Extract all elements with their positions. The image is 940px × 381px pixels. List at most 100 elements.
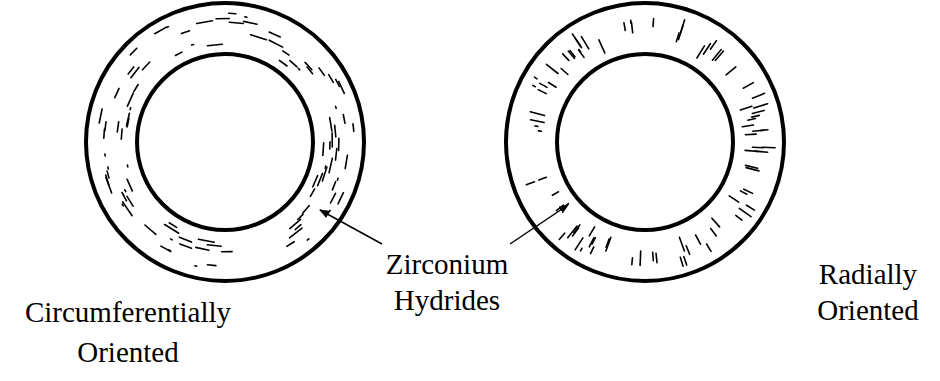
hydride-dash	[229, 22, 243, 23]
callout-label: Zirconium Hydrides	[372, 246, 522, 318]
hydride-dash	[679, 237, 684, 251]
hydride-dash	[161, 246, 171, 251]
hydride-dash	[329, 158, 332, 172]
hydride-dash	[310, 189, 314, 197]
hydride-dash	[313, 176, 318, 187]
hydride-dash	[686, 246, 689, 255]
hydride-dash	[681, 20, 685, 33]
hydride-dash	[335, 106, 337, 108]
hydride-dash	[744, 189, 753, 193]
hydride-dash	[216, 18, 229, 20]
hydride-dash	[127, 165, 129, 167]
hydride-dash	[639, 251, 641, 265]
hydride-dash	[269, 32, 280, 37]
hydride-dash	[180, 244, 192, 248]
hydride-dash	[245, 16, 247, 18]
hydride-dash	[747, 205, 755, 210]
hydride-dash	[549, 83, 557, 88]
hydride-dash	[680, 257, 683, 266]
hydride-dash	[318, 173, 323, 185]
hydride-dash	[559, 233, 565, 239]
hydride-dash	[283, 51, 289, 55]
hydride-dash	[579, 50, 584, 57]
hydride-dash	[742, 125, 753, 127]
hydride-dash	[624, 23, 625, 31]
hydride-dash	[122, 193, 127, 201]
hydride-dash	[322, 143, 325, 156]
hydride-dash	[123, 202, 133, 216]
hydride-dash	[329, 142, 331, 149]
hydride-dash	[743, 83, 753, 89]
hydride-dash	[535, 125, 538, 127]
hydride-dash	[710, 41, 716, 50]
hydride-dash	[684, 257, 687, 266]
hydride-dash	[589, 238, 594, 247]
hydride-dash	[748, 119, 756, 121]
hydride-dash	[127, 113, 130, 126]
hydride-dash	[115, 88, 119, 97]
hydride-dash	[124, 190, 126, 192]
hydride-dash	[591, 247, 594, 254]
hydride-dash	[712, 218, 720, 227]
hydride-dash	[198, 239, 214, 242]
hydride-dash	[332, 182, 335, 190]
hydride-dash	[127, 196, 133, 206]
hydride-dash	[155, 27, 167, 34]
hydride-dash	[331, 193, 336, 203]
hydride-dash	[107, 171, 109, 178]
hydride-dash	[345, 155, 347, 168]
hydride-dash	[752, 115, 760, 117]
hydride-dash	[539, 177, 547, 180]
hydride-dash	[251, 35, 267, 40]
hydride-dash	[179, 237, 191, 242]
hydride-dash	[712, 50, 721, 61]
hydride-dash	[167, 26, 169, 28]
inner-wall	[557, 54, 733, 230]
hydride-dash	[753, 147, 764, 149]
hydride-dash	[329, 75, 334, 83]
circumferential-hydrides	[99, 13, 354, 266]
hydride-dash	[134, 85, 138, 92]
hydride-dash	[652, 19, 654, 27]
hydride-dash	[336, 149, 337, 161]
hydride-dash	[573, 228, 579, 236]
hydride-dash	[697, 46, 705, 58]
hydride-dash	[287, 242, 294, 247]
hydride-dash	[599, 40, 605, 53]
hydride-dash	[130, 48, 137, 55]
hydride-dash	[269, 40, 283, 47]
hydride-dash	[552, 192, 558, 196]
hydride-dash	[175, 52, 182, 55]
hydride-dash	[99, 109, 102, 123]
hydride-dash	[736, 215, 742, 220]
hydride-dash	[535, 77, 538, 79]
hydride-dash	[589, 227, 594, 236]
hydride-dash	[753, 93, 765, 98]
hydride-dash	[339, 81, 345, 93]
hydride-dash	[279, 60, 287, 66]
hydride-dash	[298, 68, 299, 70]
hydride-dash	[579, 50, 581, 53]
hydride-dash	[222, 251, 233, 253]
hydride-dash	[531, 120, 545, 123]
hydride-dash	[533, 85, 536, 86]
hydride-dash	[568, 51, 574, 58]
hydride-dash	[104, 154, 106, 156]
hydride-dash	[145, 225, 156, 234]
hydride-dash	[192, 44, 194, 46]
hydride-dash	[307, 239, 309, 240]
hydride-dash	[755, 151, 768, 152]
hydride-dash	[142, 62, 149, 70]
hydride-dash	[338, 138, 340, 150]
hydride-dash	[711, 229, 717, 236]
hydride-dash	[570, 51, 575, 57]
hydride-dash	[630, 20, 632, 23]
hydride-dash	[330, 118, 332, 131]
hydride-dash	[575, 238, 583, 250]
outer-wall	[86, 3, 364, 281]
hydride-dash	[343, 115, 345, 124]
hydride-dash	[171, 239, 173, 240]
hydride-dash	[290, 228, 303, 238]
leader-line	[510, 205, 568, 244]
hydride-dash	[197, 21, 213, 24]
